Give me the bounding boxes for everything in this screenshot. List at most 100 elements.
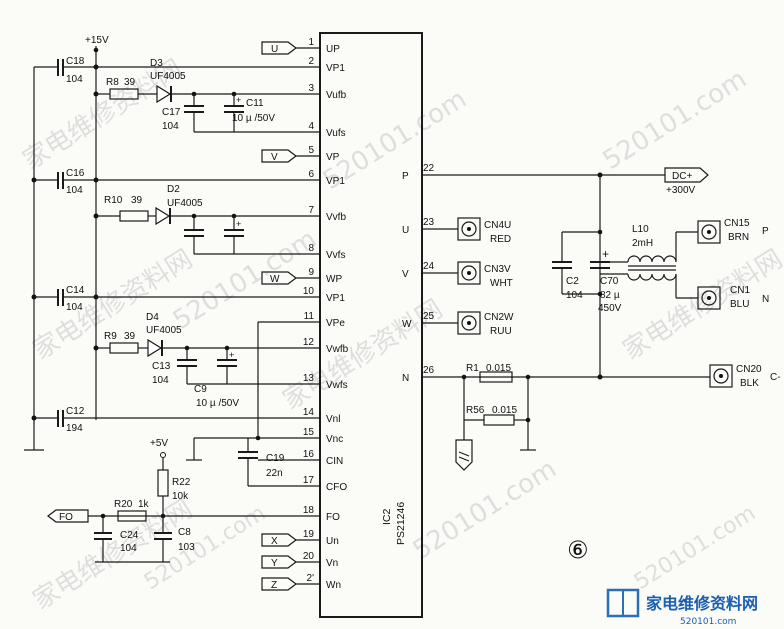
svg-text:CN3V: CN3V [484, 264, 511, 275]
pin-name: Vnc [326, 434, 343, 445]
pin-name: U [402, 225, 409, 236]
resistor-r20 [117, 510, 147, 522]
ground-bus [24, 67, 44, 451]
pin-number: 2 [308, 56, 314, 67]
logo-url: 520101.com [680, 617, 736, 627]
pin-number: 2' [307, 573, 315, 584]
port-dc-label: DC+ [672, 171, 692, 182]
svg-text:22n: 22n [266, 468, 283, 479]
pin-number: 4 [308, 121, 314, 132]
svg-text:104: 104 [66, 302, 83, 313]
svg-text:+: + [236, 95, 241, 105]
svg-text:N: N [762, 294, 769, 305]
ic-part-number: PS21246 [395, 502, 407, 545]
pin-name: FO [326, 512, 340, 523]
svg-text:C14: C14 [66, 285, 85, 296]
svg-text:2mH: 2mH [632, 238, 653, 249]
svg-text:BLU: BLU [730, 299, 749, 310]
svg-text:Z: Z [271, 580, 277, 591]
figure-number: ⑥ [567, 536, 589, 564]
pin-number: 14 [303, 407, 315, 418]
svg-text:C2: C2 [566, 276, 579, 287]
pin-name: VP1 [326, 176, 345, 187]
svg-text:CN1: CN1 [730, 285, 750, 296]
pin-number: 15 [303, 427, 315, 438]
pin-name: Vnl [326, 414, 340, 425]
pin-number: 1 [308, 37, 314, 48]
svg-text:104: 104 [120, 543, 137, 554]
watermark-text: 家电维修资料网 [618, 244, 784, 366]
watermark-url: 520101.com [408, 454, 562, 566]
svg-text:C8: C8 [178, 527, 191, 538]
diode-d3 [156, 84, 172, 104]
pin-number: 22 [423, 163, 435, 174]
svg-text:C24: C24 [120, 530, 139, 541]
pin-number: 13 [303, 373, 315, 384]
pin-number: 25 [423, 311, 435, 322]
watermark-url: 520101.com [168, 224, 322, 336]
svg-text:C19: C19 [266, 453, 285, 464]
pin-name: Vwfs [326, 380, 348, 391]
resistor-r22 [157, 469, 169, 497]
pin-number: 11 [304, 311, 315, 322]
svg-text:BRN: BRN [728, 232, 749, 243]
pin-name: Vvfb [326, 212, 346, 223]
port-v: V [261, 149, 320, 163]
svg-text:CN2W: CN2W [484, 312, 514, 323]
watermark-url: 520101.com [598, 64, 752, 176]
watermark-url: 520101.com [630, 501, 760, 595]
svg-text:D2: D2 [167, 184, 180, 195]
port-y: Y [261, 555, 320, 569]
svg-text:+: + [602, 247, 609, 261]
port-x: X [261, 533, 320, 547]
svg-text:C-: C- [770, 372, 781, 383]
svg-text:104: 104 [152, 375, 169, 386]
svg-text:104: 104 [66, 74, 83, 85]
svg-text:R22: R22 [172, 477, 191, 488]
svg-text:FO: FO [59, 512, 73, 523]
pin-name: VPe [326, 318, 345, 329]
svg-text:R9: R9 [104, 331, 117, 342]
port-u: U [261, 41, 320, 55]
ic-body [319, 32, 423, 618]
ic-left-pins: 1UP2VP13Vufb4Vufs5VP6VP17Vvfb8Vvfs9WP10V… [303, 37, 349, 591]
svg-text:U: U [271, 44, 278, 55]
diode-d2 [155, 206, 171, 226]
svg-text:BLK: BLK [740, 378, 759, 389]
svg-text:104: 104 [162, 121, 179, 132]
svg-text:194: 194 [66, 423, 83, 434]
svg-text:R10: R10 [104, 195, 123, 206]
port-z: Z [261, 577, 320, 591]
svg-text:39: 39 [124, 77, 136, 88]
pin-name: UP [326, 44, 340, 55]
resistor-r56 [483, 414, 515, 426]
svg-text:UF4005: UF4005 [167, 198, 203, 209]
svg-text:10 µ /50V: 10 µ /50V [232, 113, 275, 124]
pin-number: 7 [308, 205, 314, 216]
pin-name: Vwfb [326, 344, 349, 355]
pin-name: N [402, 373, 409, 384]
svg-text:C17: C17 [162, 107, 181, 118]
svg-text:C16: C16 [66, 168, 85, 179]
svg-text:0.015: 0.015 [492, 405, 517, 416]
svg-text:R1: R1 [466, 363, 479, 374]
svg-text:C18: C18 [66, 56, 85, 67]
pin-name: V [402, 269, 409, 280]
resistor-r1 [479, 371, 513, 383]
svg-text:D4: D4 [146, 312, 159, 323]
svg-text:CN20: CN20 [736, 364, 762, 375]
svg-text:X: X [271, 536, 278, 547]
svg-text:C11: C11 [246, 98, 264, 109]
pin-number: 16 [303, 449, 315, 460]
port-w: W [261, 271, 320, 285]
pin-number: 24 [423, 261, 435, 272]
pin-name: CFO [326, 482, 347, 493]
